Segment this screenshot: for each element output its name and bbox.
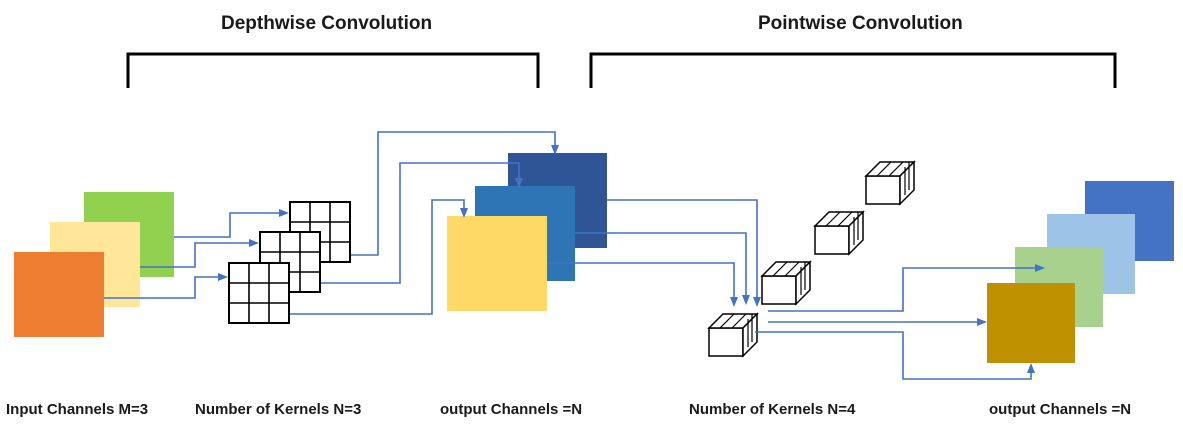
arrow-output-to-pointwise-1 xyxy=(607,199,761,307)
depthwise-kernels-label: Number of Kernels N=3 xyxy=(195,401,362,418)
depthwise-output-label: output Channels =N xyxy=(440,401,583,418)
arrow-input-to-kernel-1 xyxy=(174,209,289,238)
input-channel-orange xyxy=(14,252,104,337)
arrow-kernel-2-to-output xyxy=(321,162,523,284)
arrow-output-to-pointwise-3 xyxy=(547,262,738,307)
pointwise-kernel-1 xyxy=(708,313,758,357)
depthwise-output-yellow xyxy=(447,216,547,311)
pointwise-kernel-2 xyxy=(761,261,811,305)
arrow-kernel-1-to-output xyxy=(351,131,559,256)
arrow-pointwise-to-output-1 xyxy=(768,264,1045,312)
depthwise-kernel-3 xyxy=(228,262,290,324)
arrow-kernel-3-to-output xyxy=(290,199,468,315)
input-channels-label: Input Channels M=3 xyxy=(6,401,149,418)
pointwise-bracket xyxy=(589,52,1117,88)
pointwise-kernel-3 xyxy=(814,211,864,255)
arrow-input-to-kernel-2 xyxy=(140,239,259,268)
pointwise-kernels-label: Number of Kernels N=4 xyxy=(689,401,856,418)
pointwise-output-gold xyxy=(987,283,1075,363)
arrow-pointwise-to-output-3 xyxy=(755,331,1035,380)
pointwise-title: Pointwise Convolution xyxy=(758,13,963,34)
arrow-output-to-pointwise-2 xyxy=(575,232,750,305)
depthwise-title: Depthwise Convolution xyxy=(221,13,433,34)
pointwise-output-label: output Channels =N xyxy=(989,401,1132,418)
pointwise-kernel-4 xyxy=(865,161,915,205)
arrow-input-to-kernel-3 xyxy=(104,273,228,299)
depthwise-bracket xyxy=(126,52,540,88)
